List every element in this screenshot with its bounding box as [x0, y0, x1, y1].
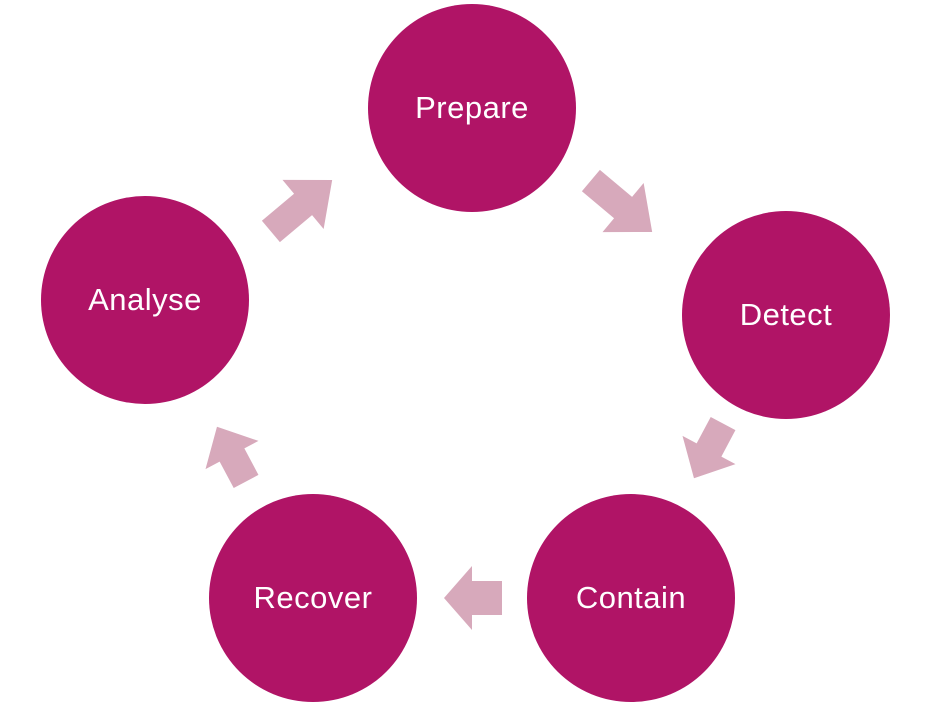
node-recover-label: Recover [253, 580, 373, 615]
arrow-contain-to-recover [444, 566, 502, 630]
arrow-prepare-to-detect [581, 169, 653, 233]
node-contain: Contain [527, 494, 735, 702]
node-contain-label: Contain [575, 580, 687, 615]
node-prepare: Prepare [368, 4, 576, 212]
node-detect-label: Detect [739, 297, 833, 332]
node-recover: Recover [209, 494, 417, 702]
node-prepare-label: Prepare [415, 90, 529, 125]
arrow-recover-to-analyse [205, 426, 259, 489]
node-analyse-label: Analyse [88, 282, 202, 317]
node-analyse: Analyse [41, 196, 249, 404]
arrow-analyse-to-prepare [261, 179, 333, 243]
node-detect: Detect [682, 211, 890, 419]
arrow-detect-to-contain [682, 416, 736, 479]
